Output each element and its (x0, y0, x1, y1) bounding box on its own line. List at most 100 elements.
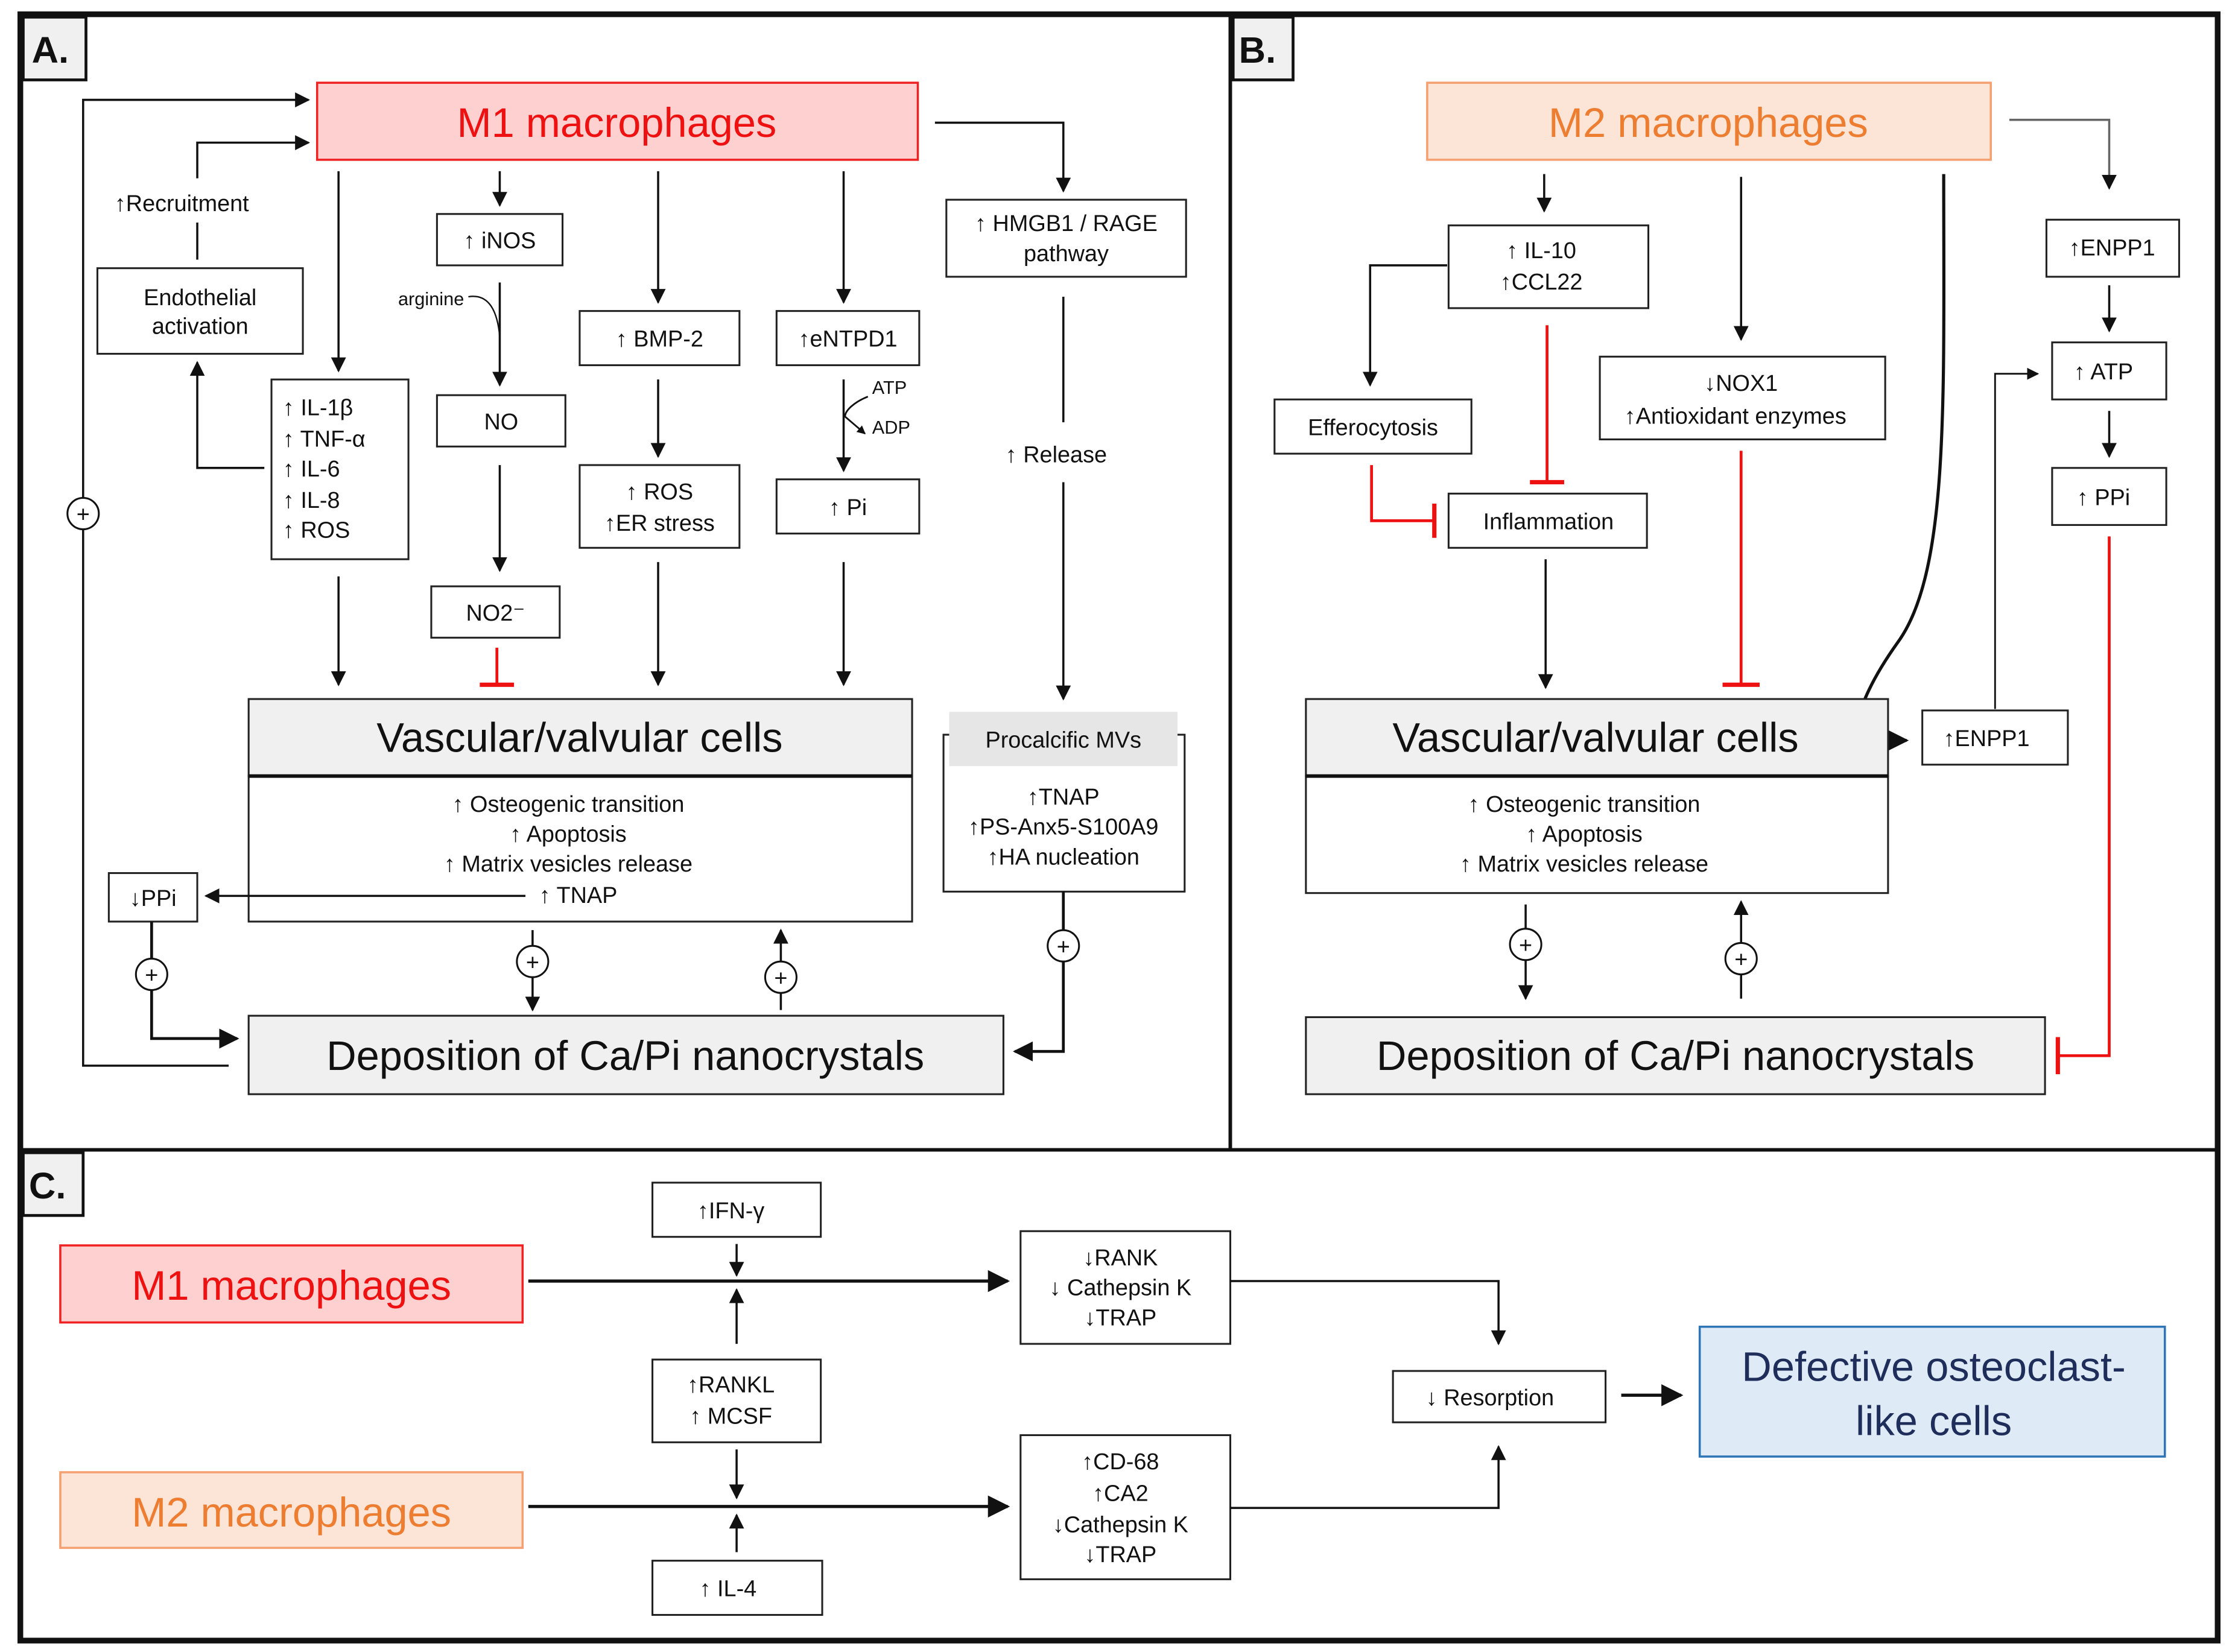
ros-er-text-2: ↑ER stress (604, 511, 715, 536)
vascular-cells-title: Vascular/valvular cells (376, 715, 782, 761)
m1-to-hmgb1-arrow (934, 121, 1071, 193)
inos-box (436, 213, 564, 267)
ppi-b-text: ↑ PPi (2077, 485, 2130, 510)
figure-frame (17, 11, 2221, 1644)
m2-effect-trap: ↓TRAP (1084, 1542, 1156, 1568)
m2-macrophages-title: M2 macrophages (1549, 100, 1868, 146)
procalcific-ha: ↑HA nucleation (987, 844, 1140, 870)
efferocytosis-box (1273, 398, 1472, 455)
m1-effect-trap: ↓TRAP (1084, 1305, 1156, 1331)
efferocytosis-inhibition-line (1370, 465, 1433, 522)
inflammation-box (1447, 492, 1648, 549)
hmgb1-box (945, 198, 1187, 278)
resorption-text: ↓ Resorption (1426, 1385, 1554, 1411)
vascular-cells-title-b: Vascular/valvular cells (1392, 715, 1798, 761)
il10-text-1: ↑ IL-10 (1506, 238, 1576, 264)
outcome-text-2: like cells (1856, 1397, 2012, 1444)
plus-sign-loop (66, 496, 100, 531)
entpd1-box (775, 310, 921, 367)
nox-text-2: ↑Antioxidant enzymes (1625, 404, 1847, 429)
atp-label: ATP (872, 377, 907, 398)
recruitment-arrow (196, 135, 311, 179)
enpp1-side-text: ↑ENPP1 (1944, 726, 2030, 752)
deposition-box-a (247, 1014, 1004, 1095)
m1-macrophages-box-c (59, 1244, 524, 1324)
vascular-cells-header-b (1305, 698, 1889, 777)
plus-sign-down (516, 945, 550, 978)
ppi-text: ↓PPi (130, 886, 177, 911)
plus-sign-loop-label: + (77, 502, 90, 528)
m2-effects-to-resorption-arrow (1230, 1445, 1506, 1509)
resorption-box (1392, 1370, 1607, 1423)
atp-text: ↑ ATP (2074, 359, 2133, 385)
procalcific-tnap: ↑TNAP (1027, 785, 1100, 810)
vascular-cells-effects-box (247, 775, 913, 923)
plus-sign-up-b-label: + (1734, 948, 1748, 973)
mcsf-text: ↑ MCSF (689, 1404, 772, 1429)
efferocytosis-text: Efferocytosis (1308, 415, 1438, 440)
procalcific-header (949, 712, 1178, 767)
il10-text-2: ↑CCL22 (1500, 270, 1583, 295)
vascular-cells-header (247, 698, 913, 777)
enpp1-side-to-atp-arrow (1994, 367, 2040, 709)
cytokine-ros: ↑ ROS (283, 518, 350, 543)
enpp1-top-box (2045, 218, 2180, 278)
effect-tnap: ↑ TNAP (539, 883, 618, 908)
ifn-text: ↑IFN-γ (697, 1198, 764, 1224)
m1-macrophages-title: M1 macrophages (457, 100, 776, 146)
recruitment-label: ↑Recruitment (115, 191, 249, 217)
ifn-box (651, 1182, 822, 1238)
effect-matrix-vesicles-b: ↑ Matrix vesicles release (1460, 852, 1708, 877)
deposition-title-a: Deposition of Ca/Pi nanocrystals (326, 1033, 924, 1079)
panel-b-label-box (1231, 16, 1295, 81)
enpp1-side-box (1921, 709, 2069, 766)
panel-a: A. M1 macrophages + ↑Recruitment Endothe… (22, 16, 1187, 1095)
procalcific-ps-anx5: ↑PS-Anx5-S100A9 (968, 815, 1158, 840)
inflammation-text: Inflammation (1483, 510, 1614, 535)
pi-box (775, 478, 921, 535)
m2-effect-ca2: ↑CA2 (1092, 1481, 1149, 1506)
endothelial-box (96, 267, 304, 355)
outcome-box (1698, 1325, 2166, 1458)
m1-effect-rank: ↓RANK (1083, 1245, 1158, 1271)
ros-er-box (579, 464, 741, 549)
ppi-box (107, 872, 198, 923)
no2-text: NO2⁻ (466, 601, 525, 626)
bmp2-box (579, 310, 741, 367)
cytokines-box (270, 378, 410, 560)
plus-sign-mvs-label: + (1057, 934, 1070, 960)
plus-sign-down-b-label: + (1519, 933, 1532, 958)
bmp2-text: ↑ BMP-2 (616, 327, 703, 352)
no2-box (430, 585, 561, 639)
plus-sign-up-b (1724, 942, 1758, 976)
m2-effect-cd68: ↑CD-68 (1082, 1449, 1159, 1475)
outcome-text-1: Defective osteoclast- (1742, 1344, 2126, 1390)
panel-b-label: B. (1239, 30, 1276, 71)
no-box (436, 394, 566, 448)
effect-osteogenic: ↑ Osteogenic transition (452, 792, 685, 817)
m2-to-enpp1-top-arrow (2009, 118, 2117, 190)
m2-macrophages-title-c: M2 macrophages (132, 1489, 451, 1536)
atp-box (2051, 341, 2167, 400)
il10-to-efferocytosis-arrow (1362, 264, 1448, 387)
effect-apoptosis: ↑ Apoptosis (510, 822, 626, 847)
nox-text-1: ↓NOX1 (1704, 371, 1778, 396)
plus-sign-mvs (1047, 929, 1080, 963)
enpp1-top-text: ↑ENPP1 (2069, 235, 2155, 261)
m2-macrophages-box (1426, 81, 1992, 161)
panel-a-label-box (22, 16, 87, 81)
hmgb1-text-1: ↑ HMGB1 / RAGE (975, 211, 1158, 236)
atp-adp-curve (844, 396, 869, 435)
m2-effects-box (1019, 1434, 1232, 1580)
endothelial-text-2: activation (152, 314, 249, 339)
arginine-curve (468, 296, 501, 337)
cytokines-to-endothelial-arrow (189, 361, 265, 469)
cytokine-il6: ↑ IL-6 (283, 457, 340, 482)
inos-text: ↑ iNOS (464, 229, 536, 254)
procalcific-title: Procalcific MVs (985, 727, 1141, 753)
panel-c: C. M1 macrophages M2 macrophages ↑IFN-γ … (22, 1151, 2166, 1616)
cytokine-tnfa: ↑ TNF-α (283, 426, 366, 452)
effect-apoptosis-b: ↑ Apoptosis (1526, 822, 1642, 847)
no-text: NO (484, 410, 518, 435)
